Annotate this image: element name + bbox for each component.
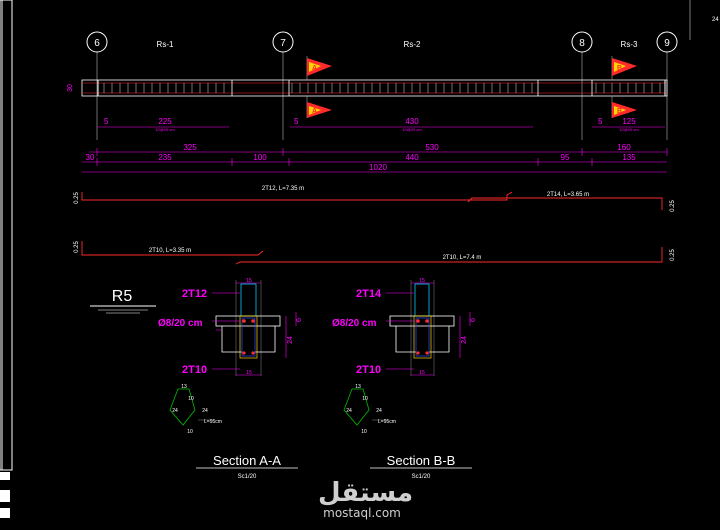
bar-label: 2T12, L=7.35 m [262,186,304,192]
section-a-height: 24 [287,336,294,344]
dim-text: 95 [561,153,570,162]
section-flag-b-bottom: B [611,96,637,118]
section-b-height: 24 [461,336,468,344]
section-a-title: Section A-A [213,453,281,468]
svg-text:B: B [617,65,622,72]
corner-text: 24 [712,17,719,23]
section-b-title: Section B-B [387,453,456,468]
hook-label: 0.25 [670,249,676,261]
watermark-logo: مستقل mostaql.com [318,478,414,520]
span-label: Rs-1 [157,40,174,49]
bottom-bar-schedule [81,241,663,265]
stirrup-dim: 13 [355,384,361,390]
beam-elevation [81,79,668,97]
svg-text:B: B [617,108,622,115]
dim-text: 135 [622,153,636,162]
frame-border [0,0,13,471]
axis-label: 6 [94,38,100,49]
dim-text: 160 [617,143,631,152]
section-b-stirrup-shape [343,388,386,426]
section-flag-a-top: A [306,56,332,80]
section-b-width: 15 [419,278,425,284]
dimension-row-axes [89,148,668,156]
dim-text: 440 [405,153,419,162]
watermark-arabic: مستقل [318,478,414,508]
section-flag-b-top: B [611,56,637,80]
section-b-bottom-bars: 2T10 [356,364,381,376]
section-a-depth: 6 [296,318,303,322]
beam-label: R5 [112,288,133,305]
bar-label: 2T10, L=3.35 m [149,248,191,254]
axis-bubble-7 [272,31,294,53]
dim-note: 10@20 cm [402,127,422,132]
svg-text:A: A [312,108,317,115]
section-flag-a-bottom: A [306,96,332,118]
dim-text: 125 [622,117,636,126]
section-b-width: 15 [419,370,425,376]
axis-label: 9 [664,38,670,49]
dim-text: 235 [158,153,172,162]
stirrup-dim: 13 [181,384,187,390]
dim-text: 530 [425,143,439,152]
stirrup-dim: 10 [361,429,367,435]
stirrup-dim: 24 [172,408,178,414]
axis-label: 8 [579,38,585,49]
hook-label: 0.25 [670,200,676,212]
span-label: Rs-3 [621,40,638,49]
hook-label: 0.25 [74,192,80,204]
total-dimension: 1020 [369,163,387,172]
frame-block [0,508,10,518]
section-a-bottom-bars: 2T10 [182,364,207,376]
bar-label: 2T14, L=3.65 m [547,192,589,198]
section-b-top-bars: 2T14 [356,288,382,300]
dim-text: 30 [86,153,95,162]
dim-text: 5 [104,117,109,126]
axis-bubble-8 [571,31,593,53]
section-a-width: 15 [246,278,252,284]
axis-bubble-9 [656,31,678,53]
beam-height-label: 30 [67,84,74,92]
stirrup-length: L=95cm [204,419,222,425]
dim-text: 430 [405,117,419,126]
dimension-row-supports [82,158,667,166]
section-b-depth: 6 [470,318,477,322]
section-b-b [386,280,471,376]
section-a-width: 15 [246,370,252,376]
axis-label: 7 [280,38,286,49]
stirrup-dim: 24 [346,408,352,414]
stirrup-dim: 24 [202,408,208,414]
hook-label: 0.25 [74,241,80,253]
dim-text: 100 [253,153,267,162]
frame-block [0,472,10,480]
dim-text: 5 [294,117,299,126]
section-a-a [212,280,297,376]
top-bar-schedule [81,191,663,210]
dim-text: 225 [158,117,172,126]
dim-note: 10@20 cm [155,127,175,132]
dim-text: 5 [598,117,603,126]
stirrup-length: L=95cm [378,419,396,425]
stirrup-dim: 10 [187,429,193,435]
grid-axes: 6 7 8 9 [86,31,678,140]
svg-text:A: A [312,65,317,72]
stirrup-dim: 10 [188,396,194,402]
stirrup-dim: 24 [376,408,382,414]
section-a-top-bars: 2T12 [182,288,207,300]
stirrup-dim: 10 [362,396,368,402]
frame-block [0,490,10,502]
section-b-stirrups: Ø8/20 cm [332,318,377,329]
dim-note: 10@20 cm [619,127,639,132]
bar-label: 2T10, L=7.4 m [443,255,482,261]
section-b-scale: Sc1/20 [412,474,431,480]
axis-bubble-6 [86,31,108,53]
section-a-scale: Sc1/20 [238,474,257,480]
span-label: Rs-2 [404,40,421,49]
section-a-stirrup-shape [169,388,212,426]
section-a-stirrups: Ø8/20 cm [158,318,203,329]
watermark-latin: mostaql.com [323,506,401,520]
dim-text: 325 [183,143,197,152]
